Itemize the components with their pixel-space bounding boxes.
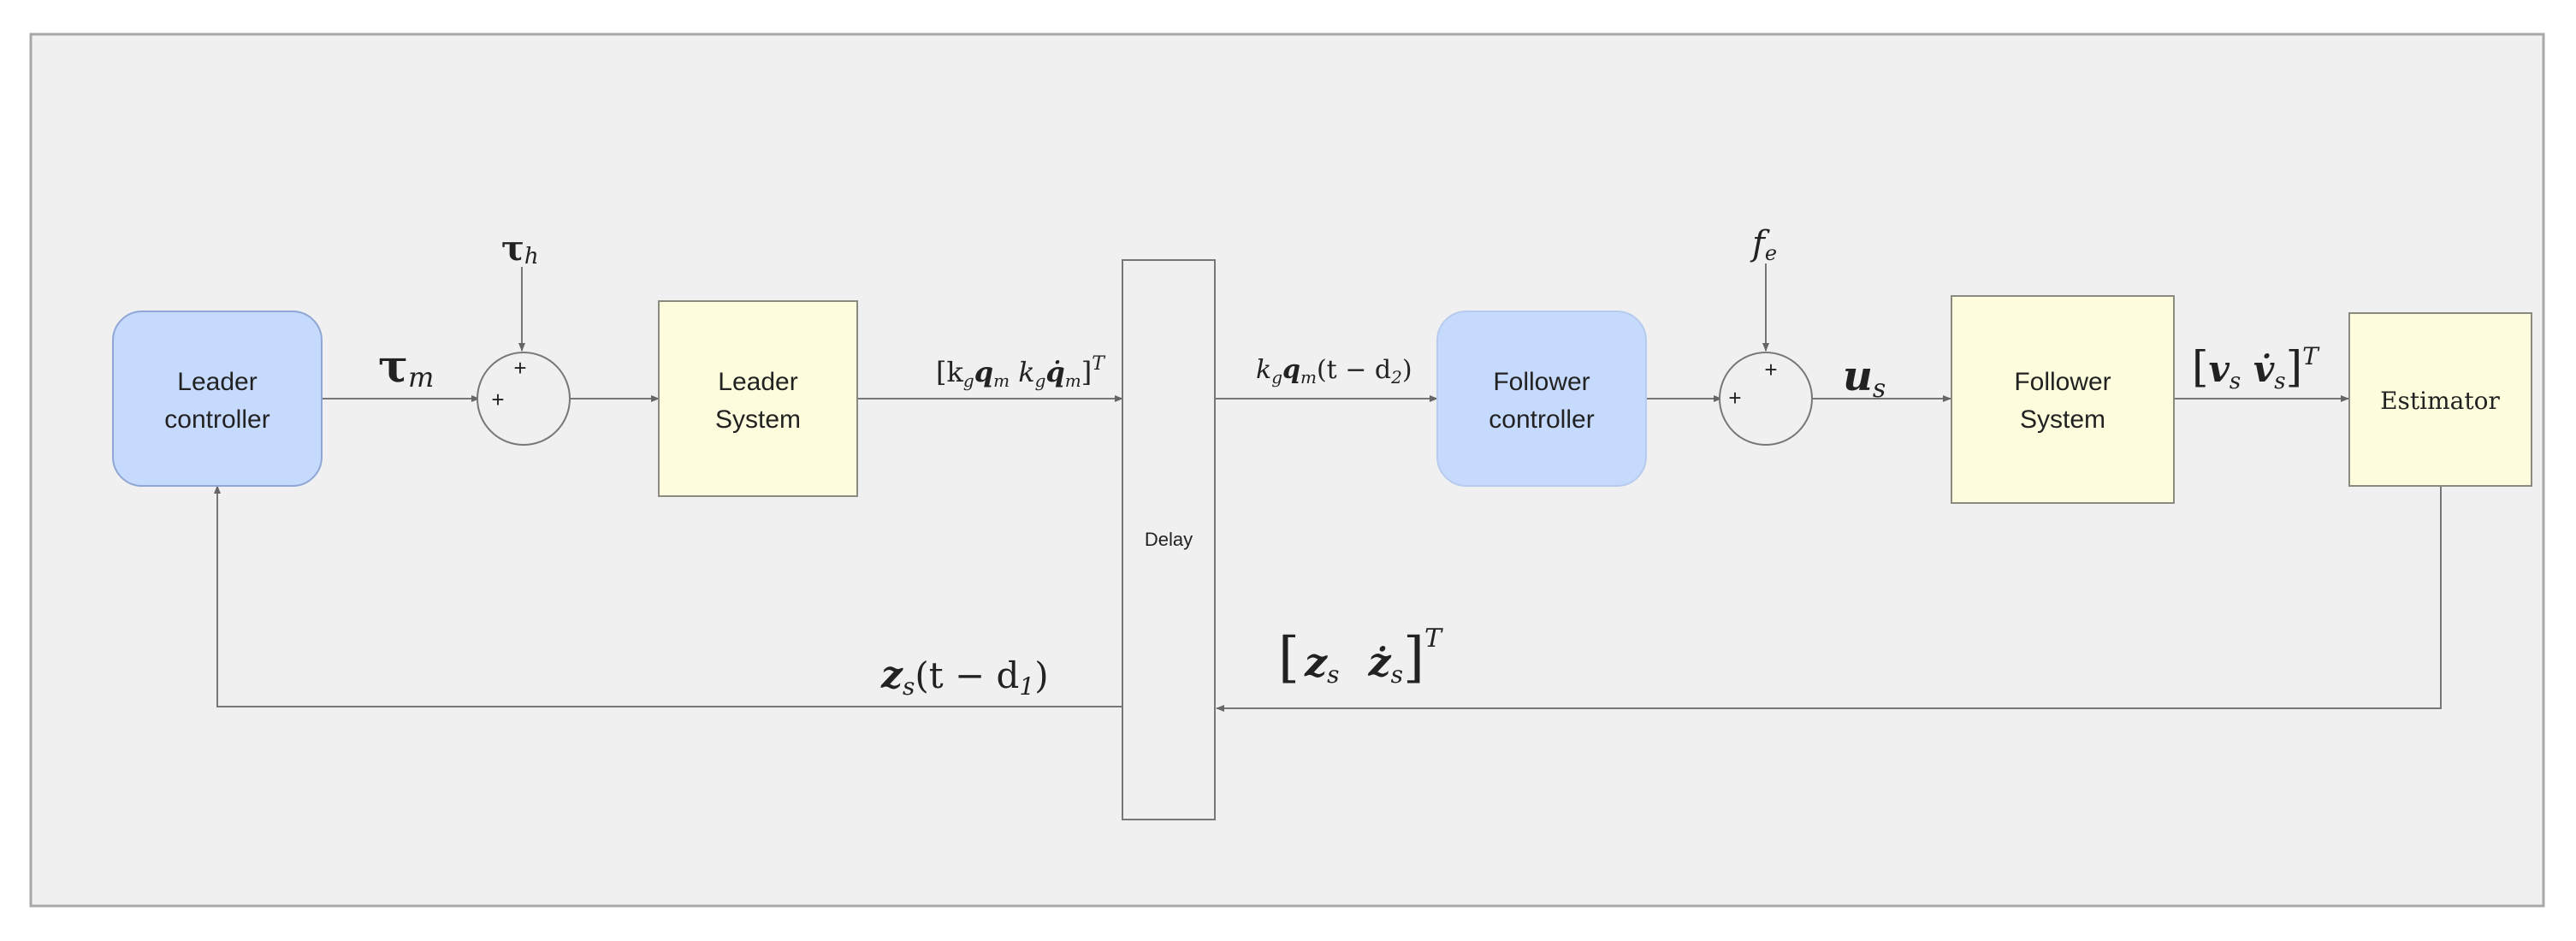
leader-system-block: Leader System bbox=[658, 300, 858, 497]
signal-leader-output: [kgqm kgq̇m]T bbox=[936, 353, 1106, 391]
signal-u-s: us bbox=[1843, 352, 1886, 404]
follower-controller-block: Follower controller bbox=[1436, 311, 1647, 487]
arrow-delay-to-leader-controller bbox=[214, 485, 1122, 707]
delay-block: Delay bbox=[1122, 259, 1216, 820]
follower-summing-junction: + + bbox=[1719, 352, 1813, 446]
follower-controller-label-line1: Follower bbox=[1493, 368, 1590, 396]
follower-system-label-line1: Follower bbox=[2014, 368, 2111, 396]
signal-tau-m: τm bbox=[378, 340, 434, 394]
connections bbox=[214, 263, 2442, 712]
signal-z-s-delayed: zs(t − d1) bbox=[880, 654, 1049, 701]
leader-system-label-line2: System bbox=[715, 405, 801, 434]
arrow-estimator-to-delay bbox=[1216, 486, 2442, 712]
delay-label: Delay bbox=[1145, 529, 1193, 550]
leader-system-label-line1: Leader bbox=[718, 368, 797, 396]
estimator-block: Estimator bbox=[2348, 312, 2532, 487]
follower-controller-label-line2: controller bbox=[1489, 405, 1594, 434]
estimator-label: Estimator bbox=[2380, 387, 2500, 415]
leader-sum-top-sign: + bbox=[513, 355, 526, 381]
follower-system-label-line2: System bbox=[2020, 405, 2105, 434]
signal-delayed-leader-output: kgqm(t − d2) bbox=[1256, 355, 1412, 388]
leader-summing-junction: + + bbox=[477, 352, 571, 446]
leader-controller-block: Leader controller bbox=[112, 311, 323, 487]
signal-v-s: [vs v̇s]T bbox=[2192, 342, 2320, 394]
follower-system-block: Follower System bbox=[1951, 295, 2175, 504]
leader-sum-left-sign: + bbox=[491, 387, 504, 412]
leader-controller-label-line1: Leader bbox=[177, 368, 257, 396]
signal-tau-h: τh bbox=[501, 228, 539, 269]
follower-sum-left-sign: + bbox=[1728, 385, 1741, 411]
leader-controller-label-line2: controller bbox=[164, 405, 269, 434]
follower-sum-top-sign: + bbox=[1764, 357, 1777, 382]
